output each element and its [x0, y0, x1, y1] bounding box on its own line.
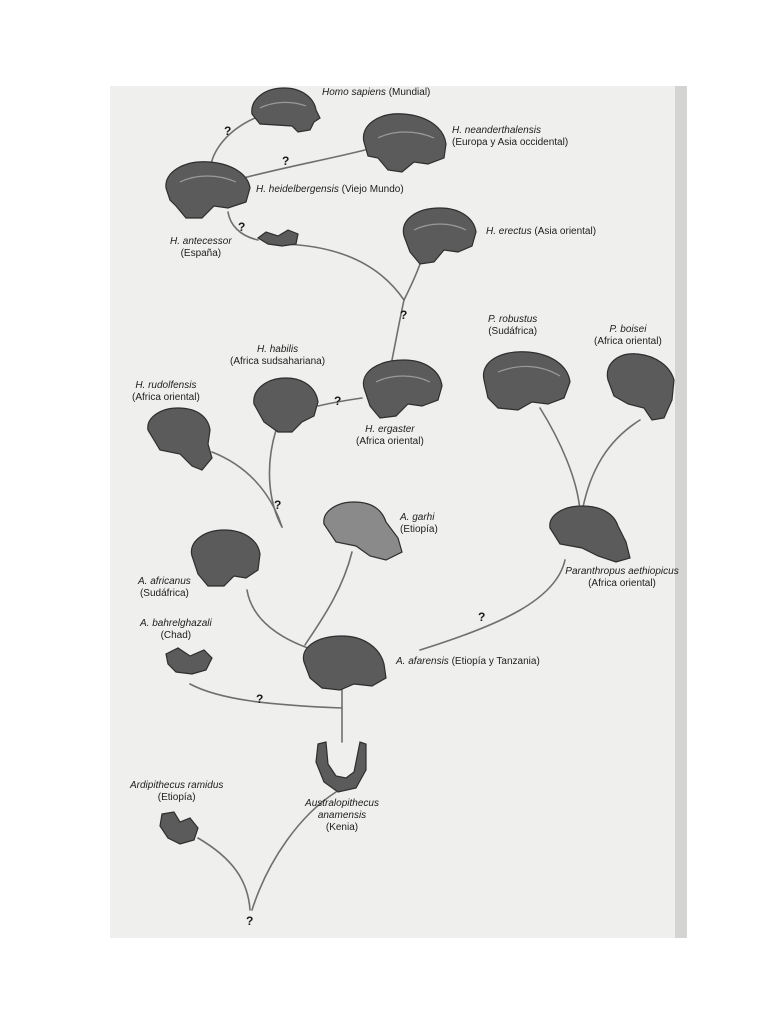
edge-rudolf-node [211, 451, 283, 528]
skull-africanus [190, 529, 261, 587]
skull-habilis [253, 377, 319, 433]
region-name: (Sudáfrica) [488, 326, 538, 337]
skull-sapiens [251, 87, 321, 133]
label-robustus: P. robustus (Sudáfrica) [488, 314, 537, 338]
species-name: A. africanus [138, 576, 191, 587]
region-name: (Etiopía) [400, 524, 438, 535]
species-name: A. garhi [400, 512, 435, 523]
edge-bahrel-afarensis [189, 683, 343, 709]
edge-antecessor-node [279, 243, 405, 301]
species-name: A. afarensis [396, 656, 449, 667]
edge-aethiopicus-robustus [539, 407, 581, 513]
species-name: H. habilis [256, 344, 299, 355]
region-name: (Africa oriental) [132, 392, 200, 403]
species-name: A. bahrelghazali [140, 618, 212, 629]
label-garhi: A. garhi (Etiopía) [400, 512, 438, 536]
edge-heidel-sapiens [209, 117, 256, 171]
species-name: H. rudolfensis [135, 380, 197, 391]
question-mark: ? [246, 914, 254, 928]
region-name: (Etiopía) [157, 792, 196, 803]
label-ramidus: Ardipithecus ramidus (Etiopía) [130, 780, 223, 804]
species-name: Homo sapiens [322, 87, 386, 98]
species-name: H. ergaster [365, 424, 415, 435]
label-rudolfensis: H. rudolfensis (Africa oriental) [132, 380, 200, 404]
edge-garhi-afarensis [304, 551, 353, 646]
region-name: (Africa sudsahariana) [230, 356, 326, 367]
species-name: Ardipithecus ramidus [130, 780, 224, 791]
skull-neanderthal [362, 113, 447, 173]
species-name: H. erectus [486, 226, 532, 237]
region-name: (España) [180, 248, 222, 259]
question-mark: ? [478, 610, 486, 624]
label-boisei: P. boisei (Africa oriental) [594, 324, 662, 348]
label-ergaster: H. ergaster (Africa oriental) [356, 424, 424, 448]
species-name: P. robustus [488, 314, 538, 325]
skull-aethiopicus [549, 505, 631, 563]
region-name: (Viejo Mundo) [341, 184, 404, 195]
label-aethiopicus: Paranthropus aethiopicus (Africa orienta… [560, 566, 684, 590]
region-name: (Asia oriental) [534, 226, 597, 237]
species-name: H. antecessor [170, 236, 232, 247]
species-name: Paranthropus aethiopicus [565, 566, 679, 577]
label-africanus: A. africanus (Sudáfrica) [138, 576, 191, 600]
label-bahrelghazali: A. bahrelghazali (Chad) [140, 618, 212, 642]
label-antecessor: H. antecessor (España) [170, 236, 232, 260]
skull-heidelbergensis [165, 161, 251, 219]
question-mark: ? [224, 124, 232, 138]
skull-afarensis [302, 635, 387, 691]
edge-ergaster-node [391, 299, 405, 361]
skull-ergaster [362, 359, 443, 419]
label-anamensis: Australopithecus anamensis (Kenia) [300, 798, 384, 834]
label-neanderthalensis: H. neanderthalensis (Europa y Asia occid… [452, 125, 568, 149]
edge-anamensis-root [251, 791, 337, 911]
edge-erectus-node [403, 263, 421, 301]
question-mark: ? [256, 692, 264, 706]
label-afarensis: A. afarensis (Etiopía y Tanzania) [396, 656, 540, 668]
question-mark: ? [274, 498, 282, 512]
edge-aethiopicus-boisei [581, 419, 641, 513]
region-name: (Africa oriental) [594, 336, 662, 347]
question-mark: ? [334, 394, 342, 408]
edge-heidel-antecessor [227, 211, 259, 241]
region-name: (Europa y Asia occidental) [452, 137, 569, 148]
skull-erectus [402, 207, 477, 265]
species-name: P. boisei [609, 324, 647, 335]
region-name: (Africa oriental) [588, 578, 656, 589]
species-name: H. neanderthalensis [452, 125, 541, 136]
jaw-ramidus [159, 811, 199, 845]
species-name: H. heidelbergensis [256, 184, 339, 195]
edge-africanus-afarensis [246, 589, 321, 653]
label-habilis: H. habilis (Africa sudsahariana) [230, 344, 325, 368]
edge-habilis-ergaster [317, 397, 363, 407]
label-homo-sapiens: Homo sapiens (Mundial) [322, 87, 430, 99]
jaw-anamensis [315, 741, 367, 793]
region-name: (Kenia) [325, 822, 359, 833]
question-mark: ? [282, 154, 290, 168]
region-name: (Mundial) [388, 87, 431, 98]
jaw-bahrelghazali [165, 647, 213, 675]
edge-habilis-node [268, 429, 283, 528]
region-name: (Africa oriental) [356, 436, 424, 447]
edge-heidel-neander [235, 149, 366, 181]
skull-boisei [606, 353, 675, 421]
label-heidelbergensis: H. heidelbergensis (Viejo Mundo) [256, 184, 404, 196]
edge-aethiopicus-afarensis [419, 559, 566, 651]
skull-robustus [482, 351, 571, 411]
edge-ramidus-root [197, 837, 251, 911]
label-erectus: H. erectus (Asia oriental) [486, 226, 596, 238]
jaw-antecessor [256, 229, 299, 247]
species-name: Australopithecus anamensis [305, 798, 379, 821]
region-name: (Sudáfrica) [139, 588, 189, 599]
question-mark: ? [238, 220, 246, 234]
skull-garhi [323, 501, 403, 561]
skull-rudolfensis [147, 407, 213, 471]
region-name: (Chad) [160, 630, 192, 641]
region-name: (Etiopía y Tanzania) [451, 656, 540, 667]
question-mark: ? [400, 308, 408, 322]
